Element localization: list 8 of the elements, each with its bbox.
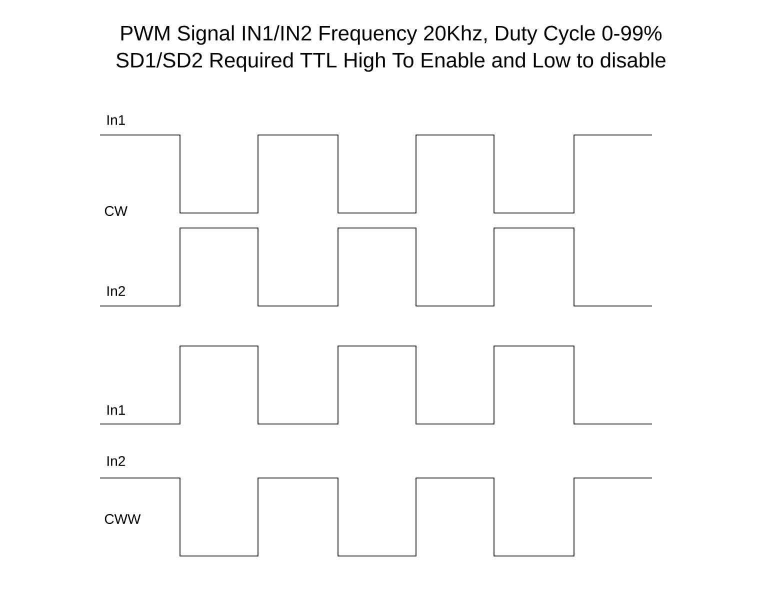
signal-label: CWW — [104, 514, 141, 524]
signal-label: In1 — [108, 405, 125, 415]
signal-label: In2 — [108, 286, 125, 296]
signal-label: In2 — [108, 456, 125, 466]
signal-label: In1 — [108, 115, 125, 125]
signal-label: CW — [104, 206, 128, 216]
subtitle: SD1/SD2 Required TTL High To Enable and Low to disable — [116, 52, 666, 72]
title: PWM Signal IN1/IN2 Frequency 20Khz, Duty Cycle 0-99% — [121, 25, 662, 45]
